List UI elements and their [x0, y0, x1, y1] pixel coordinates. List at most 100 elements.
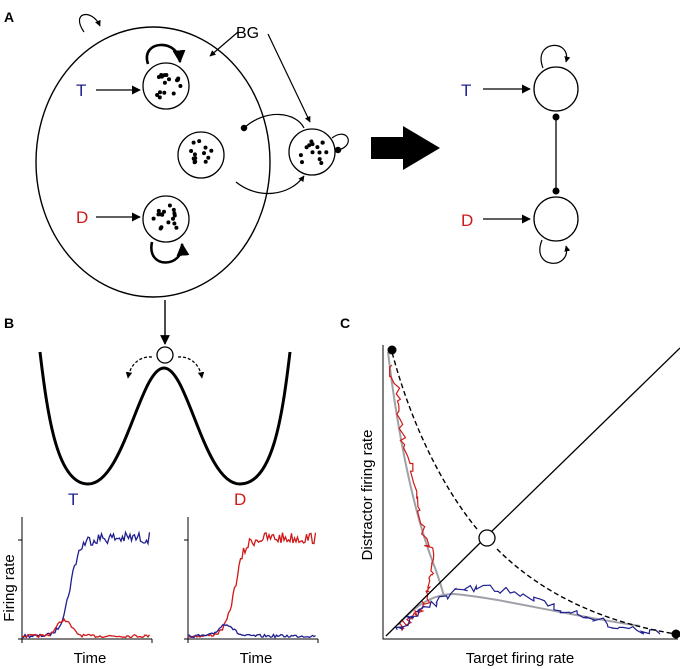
- reduced-distractor-unit: [533, 196, 579, 242]
- neuron-dot: [174, 225, 179, 230]
- panel-c-label: C: [340, 315, 350, 331]
- distractor-population: [142, 195, 190, 243]
- bg-label: BG: [236, 25, 259, 42]
- energy-landscape-curve: [38, 351, 292, 486]
- reduced-target-unit: [533, 66, 579, 112]
- neuron-dot: [166, 220, 171, 225]
- neuron-dot: [156, 212, 161, 217]
- neuron-dot: [203, 159, 208, 164]
- ellipse-self-loop-icon: [78, 13, 101, 33]
- cortical-input-to-bg: [235, 175, 305, 195]
- neuron-dot: [171, 207, 176, 212]
- target-attractor: [671, 629, 680, 639]
- firing-rate-ylabel: Firing rate: [1, 554, 18, 622]
- neuron-dot: [192, 152, 197, 157]
- neuron-dot: [156, 208, 161, 213]
- unstable-manifold-upper: [391, 351, 478, 530]
- panel-a-target-label: T: [76, 81, 86, 100]
- neuron-dot: [324, 150, 329, 155]
- neuron-dot: [206, 155, 211, 160]
- target-population-dots: [155, 73, 183, 100]
- bg-population-dots: [298, 139, 329, 165]
- bg-inhibitory-output: [240, 113, 305, 132]
- distractor-rate-trace-right: [187, 531, 317, 638]
- neuron-dot: [315, 145, 320, 150]
- neuron-dot: [192, 160, 197, 165]
- neuron-dot: [159, 74, 164, 79]
- neuron-dot: [300, 160, 304, 165]
- roll-right-arrow: [177, 356, 205, 379]
- neuron-dot: [155, 93, 160, 97]
- target-win-trajectory: [394, 583, 661, 635]
- neuron-dot: [320, 140, 325, 145]
- neuron-dot: [191, 140, 196, 145]
- neuron-dot: [171, 216, 175, 221]
- roll-left-arrow: [125, 356, 153, 379]
- neuron-dot: [178, 84, 183, 88]
- bg-label-pointer-ellipse: [209, 31, 239, 57]
- firing-plot-distractor: [184, 517, 319, 643]
- neuron-dot: [156, 75, 161, 79]
- reduced-target-label: T: [461, 81, 471, 100]
- reduced-distractor-label: D: [461, 211, 473, 230]
- distractor-rate-ylabel: Distractor firing rate: [359, 430, 376, 561]
- neuron-dot: [317, 150, 322, 155]
- saddle-point: [478, 529, 496, 547]
- network-ellipse: [35, 26, 271, 298]
- neuron-dot: [202, 151, 206, 156]
- panel-a-label: A: [4, 9, 14, 25]
- well-target-label: T: [68, 490, 78, 509]
- neuron-dot: [310, 150, 315, 155]
- firing-plot-target: [18, 517, 153, 643]
- distractor-self-excitation-icon: [150, 241, 190, 264]
- neuron-dot: [159, 225, 164, 230]
- target-self-excitation-icon: [145, 43, 186, 65]
- distractor-rate-trace: [21, 617, 151, 639]
- stable-manifold-upper: [489, 347, 680, 534]
- neuron-dot: [160, 212, 165, 217]
- time-xlabel-right: Time: [240, 650, 273, 667]
- distractor-attractor: [387, 345, 397, 355]
- inhibitory-population-dots: [189, 139, 214, 165]
- neuron-dot: [176, 76, 181, 81]
- target-rate-xlabel: Target firing rate: [466, 650, 574, 667]
- distractor-win-trajectory: [388, 364, 435, 632]
- target-population: [142, 62, 190, 110]
- reduction-arrow-icon: [371, 126, 440, 170]
- target-rate-trace-right: [187, 624, 316, 639]
- neuron-dot: [172, 213, 177, 218]
- phase-plane-axes: [382, 345, 678, 640]
- neuron-dot: [167, 77, 171, 82]
- neuron-dot: [158, 90, 162, 95]
- neuron-dot: [209, 148, 214, 153]
- neuron-dot: [162, 80, 167, 85]
- neuron-dot: [319, 161, 324, 165]
- neuron-dot: [162, 209, 166, 214]
- neuron-dot: [171, 91, 176, 96]
- state-ball: [156, 346, 174, 364]
- neuron-dot: [172, 221, 177, 226]
- neuron-dot: [197, 139, 202, 144]
- neuron-dot: [164, 73, 169, 77]
- neuron-dot: [317, 157, 322, 162]
- neuron-dot: [307, 143, 312, 148]
- neuron-dot: [151, 216, 156, 221]
- neuron-dot: [189, 149, 194, 153]
- target-rate-trace: [21, 530, 151, 639]
- well-distractor-label: D: [234, 490, 246, 509]
- inhibitory-population: [177, 131, 225, 179]
- neuron-dot: [309, 139, 314, 144]
- distractor-population-dots: [151, 203, 179, 231]
- neuron-dot: [162, 90, 167, 95]
- reduced-distractor-self-loop-icon: [539, 239, 571, 264]
- unstable-manifold-lower: [496, 548, 677, 635]
- panel-a-distractor-label: D: [76, 208, 88, 227]
- stable-manifold-lower: [385, 542, 481, 637]
- reduced-target-self-loop-icon: [540, 44, 571, 69]
- neuron-dot: [157, 95, 162, 100]
- neuron-dot: [298, 153, 303, 158]
- panel-b-label: B: [4, 315, 14, 331]
- target-nullcline: [397, 592, 641, 627]
- bg-self-inhibition-icon: [331, 133, 349, 154]
